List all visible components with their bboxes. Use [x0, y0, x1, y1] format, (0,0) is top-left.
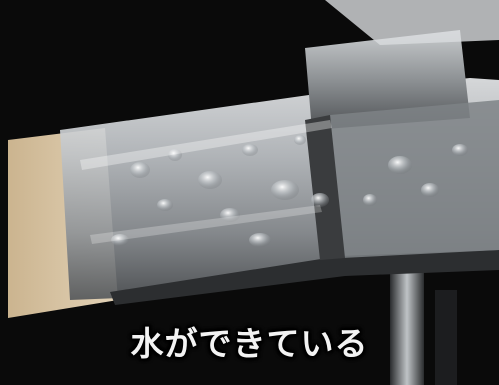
water-droplets [111, 135, 468, 247]
subtitle-caption: 水ができている [130, 324, 369, 363]
metal-clamp [305, 30, 470, 130]
support-rod [390, 270, 424, 385]
